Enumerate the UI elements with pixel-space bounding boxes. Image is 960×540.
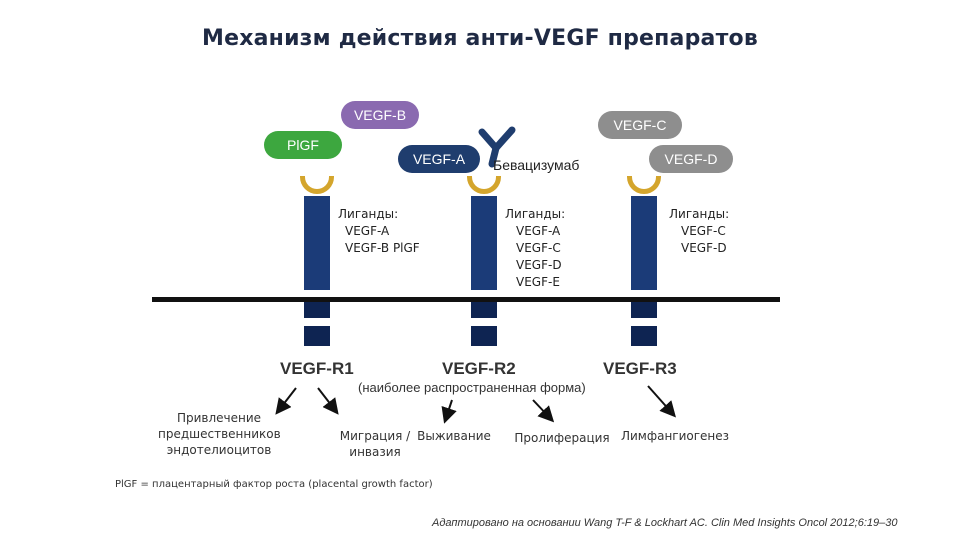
r1-binding-site	[300, 176, 334, 194]
cell-membrane	[152, 297, 780, 302]
r3-ligand-list: Лиганды: VEGF-C VEGF-D	[669, 207, 730, 255]
bevacizumab-label: Бевацизумаб	[493, 157, 580, 173]
receptor-r2-extracellular	[471, 196, 497, 290]
receptor-r2-kinase	[471, 326, 497, 346]
arrow-to-progenitors	[275, 387, 297, 415]
page-title: Механизм действия анти-VEGF препаратов	[202, 26, 758, 51]
effect-lymphangiogenesis: Лимфангиогенез	[620, 429, 730, 443]
effect-survival: Выживание	[417, 429, 491, 443]
receptor-r3-transmembrane	[631, 298, 657, 318]
ligand-vegf-c: VEGF-C	[598, 111, 682, 139]
footnote: PlGF = плацентарный фактор роста (placen…	[115, 479, 433, 490]
ligand-plgf: PlGF	[264, 131, 342, 159]
receptor-r1-extracellular	[304, 196, 330, 290]
r2-ligand-list: Лиганды: VEGF-A VEGF-C VEGF-D VEGF-E	[505, 207, 566, 289]
r2-binding-site	[467, 176, 501, 194]
source-citation: Адаптировано на основании Wang T-F & Loc…	[432, 517, 898, 529]
r2-note: (наиболее распространенная форма)	[358, 380, 586, 395]
effect-migration-invasion: Миграция /инвазия	[339, 429, 411, 459]
ligand-vegf-b: VEGF-B	[341, 101, 419, 129]
arrow-to-survival	[441, 399, 457, 424]
ligand-vegf-d: VEGF-D	[649, 145, 733, 173]
effect-proliferation: Пролиферация	[514, 431, 610, 445]
receptor-r1-kinase	[304, 326, 330, 346]
r3-binding-site	[627, 176, 661, 194]
r1-ligand-list: Лиганды: VEGF-A VEGF-B PlGF	[338, 207, 420, 255]
arrow-to-proliferation	[532, 399, 555, 423]
bevacizumab-antibody-icon	[478, 126, 516, 168]
arrow-to-lymphangiogenesis	[647, 385, 676, 418]
receptor-r3-kinase	[631, 326, 657, 346]
receptor-name-r2: VEGF-R2	[442, 359, 516, 378]
receptor-r2-transmembrane	[471, 298, 497, 318]
receptor-name-r3: VEGF-R3	[603, 359, 677, 378]
arrow-to-migration	[317, 387, 339, 415]
ligand-vegf-a: VEGF-A	[398, 145, 480, 173]
receptor-r3-extracellular	[631, 196, 657, 290]
effect-progenitor-recruitment: Привлечение предшественников эндотелиоци…	[158, 411, 281, 457]
receptor-name-r1: VEGF-R1	[280, 359, 354, 378]
receptor-r1-transmembrane	[304, 298, 330, 318]
